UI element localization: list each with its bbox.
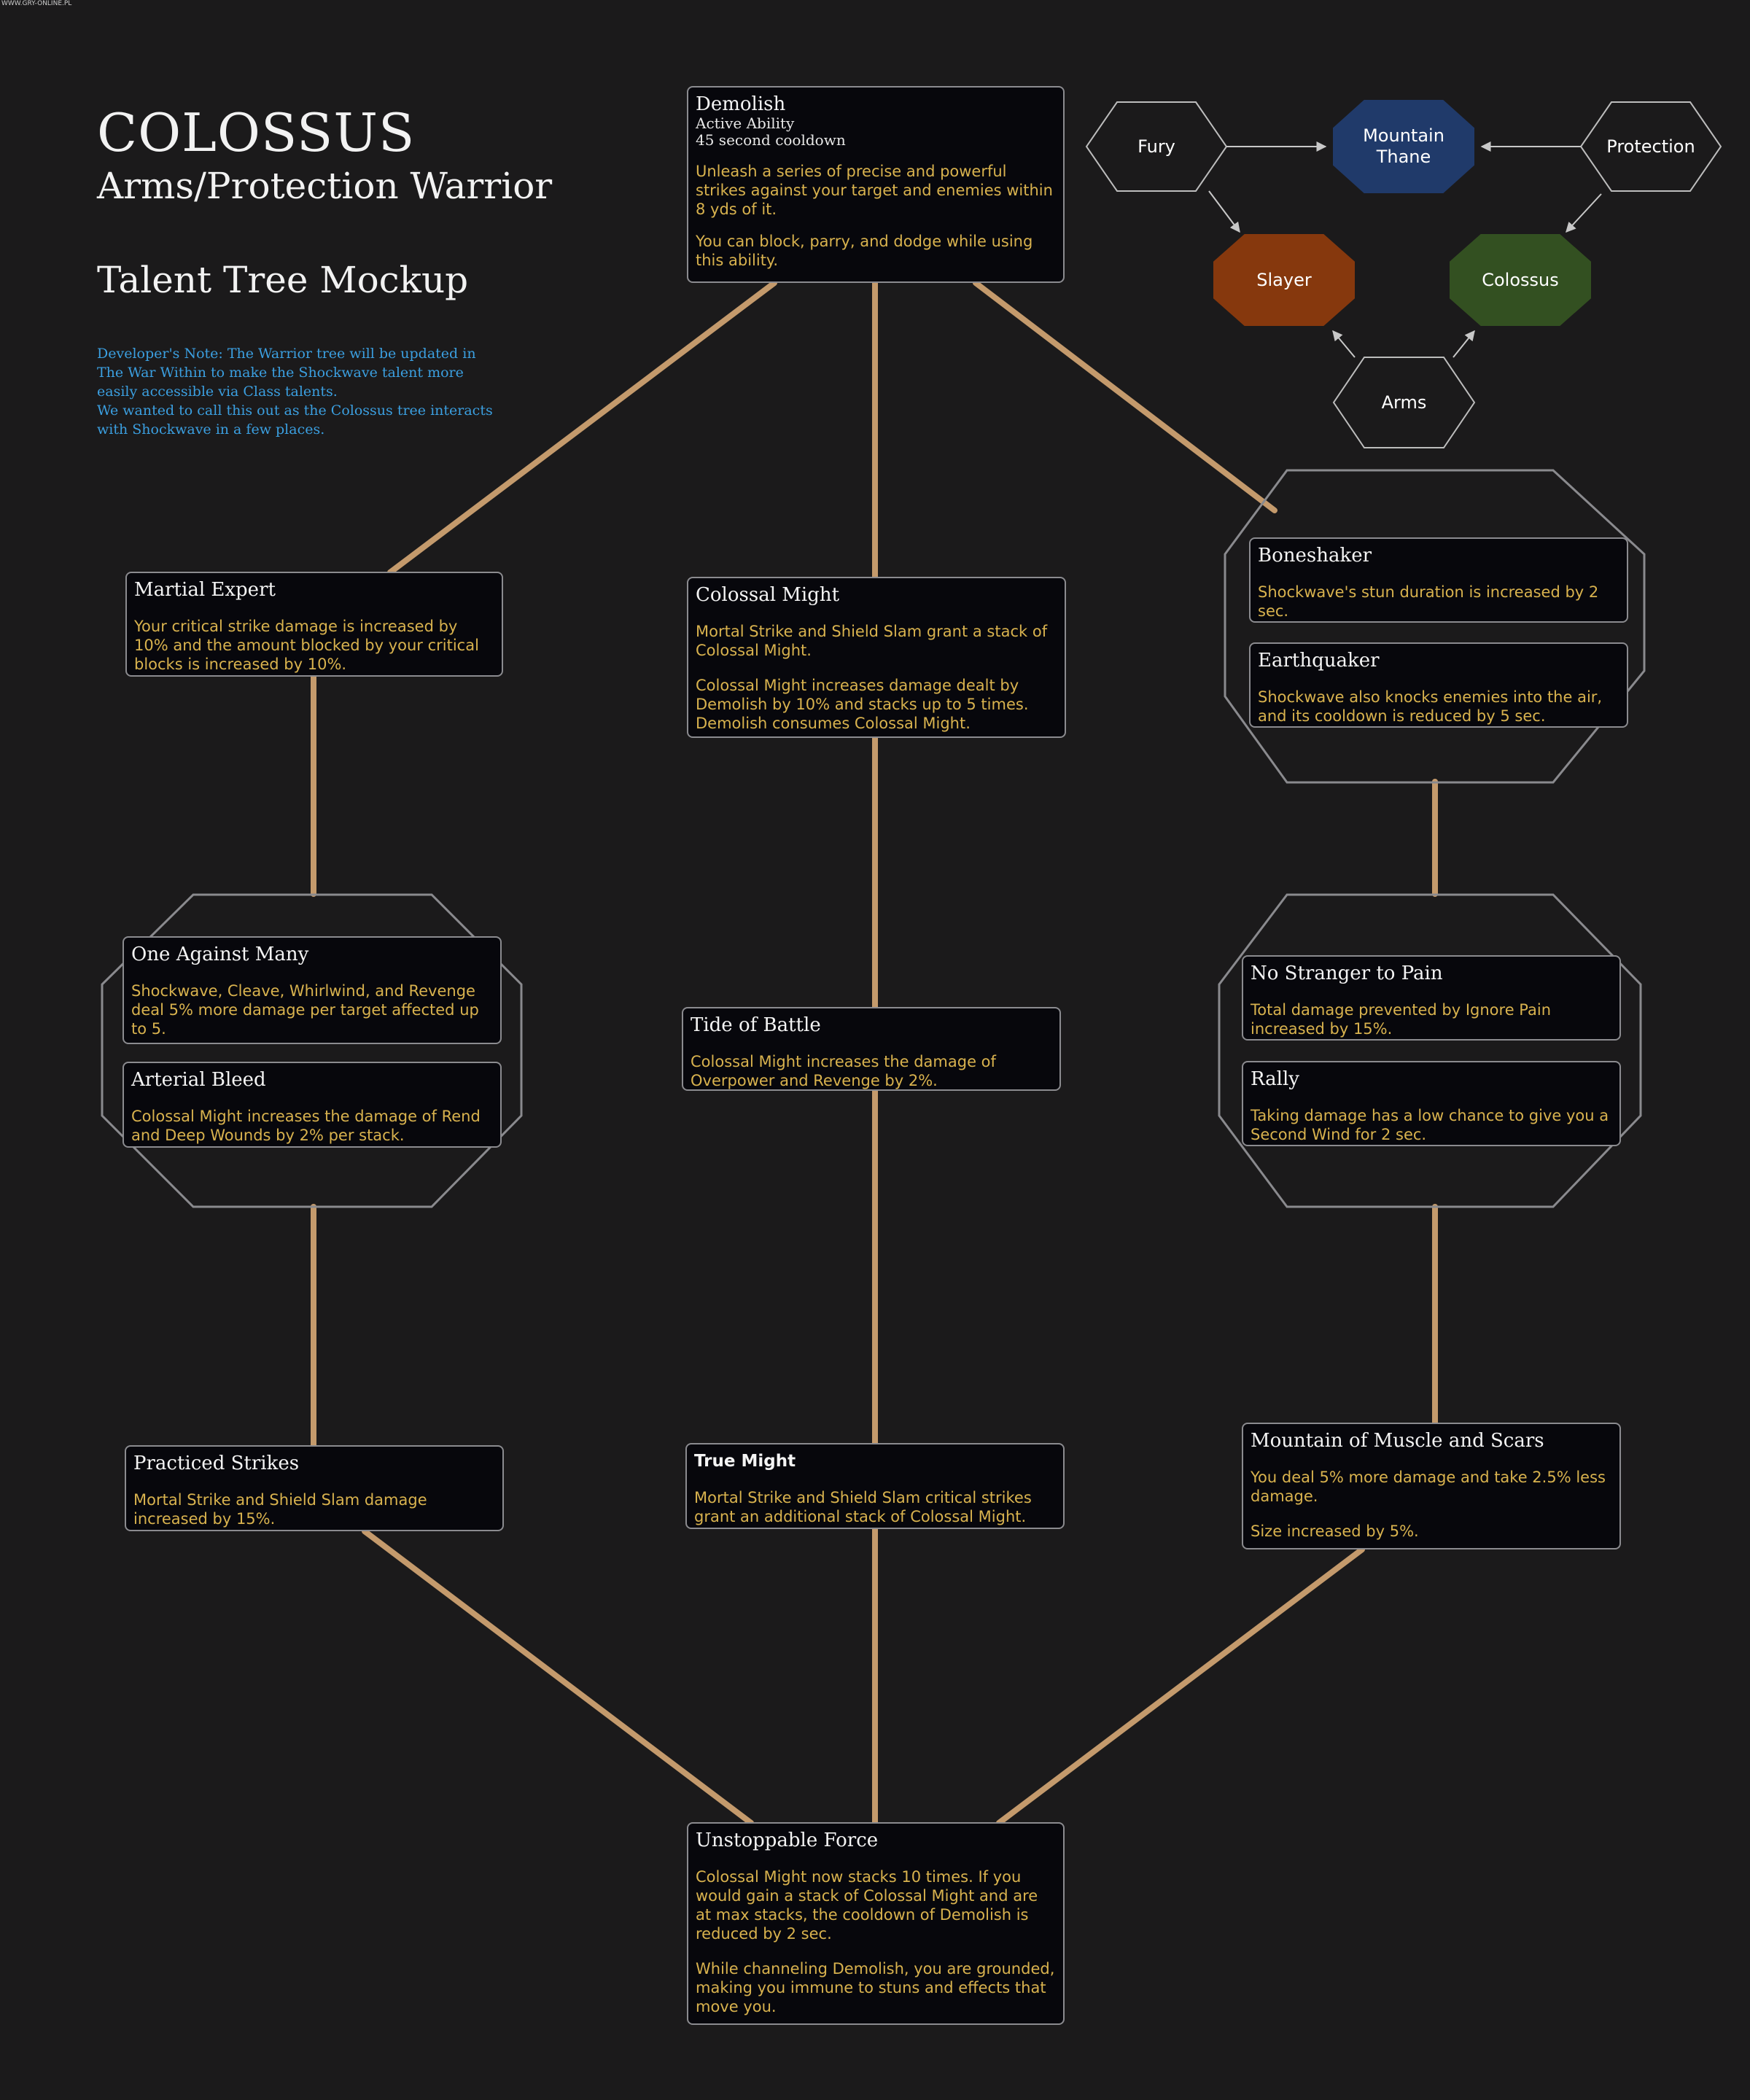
talent-true-might-desc: Mortal Strike and Shield Slam critical s… <box>694 1489 1032 1525</box>
talent-boneshaker-desc: Shockwave's stun duration is increased b… <box>1258 583 1599 620</box>
arrow-arms-slayer <box>1332 330 1356 358</box>
spec-colossus[interactable]: Colossus <box>1450 234 1591 326</box>
arrow-arms-colossus <box>1452 330 1475 358</box>
talent-demolish-cooldown: 45 second cooldown <box>696 131 846 149</box>
talent-martial-expert-desc: Your critical strike damage is increased… <box>134 618 479 673</box>
talent-unstoppable-force[interactable]: Unstoppable Force Colossal Might now sta… <box>687 1822 1065 2025</box>
talent-one-against-many-desc: Shockwave, Cleave, Whirlwind, and Reveng… <box>131 982 479 1038</box>
talent-earthquaker-desc: Shockwave also knocks enemies into the a… <box>1258 688 1603 725</box>
talent-mountain-of-muscle-and-scars[interactable]: Mountain of Muscle and Scars You deal 5%… <box>1242 1423 1621 1549</box>
connector-demolish-martial-expert <box>387 280 777 575</box>
arrow-protection-colossus <box>1566 193 1602 233</box>
talent-rally-name: Rally <box>1251 1068 1299 1090</box>
talent-arterial-bleed[interactable]: Arterial Bleed Colossal Might increases … <box>122 1062 502 1148</box>
talent-mountain-of-muscle-name: Mountain of Muscle and Scars <box>1251 1430 1544 1452</box>
talent-boneshaker-name: Boneshaker <box>1258 545 1372 567</box>
talent-demolish-name: Demolish <box>696 93 786 115</box>
spec-mountain-thane-label: Mountain Thane <box>1363 125 1444 167</box>
watermark: WWW.GRY-ONLINE.PL <box>1 0 72 7</box>
connector-demolish-choice-right <box>973 280 1278 513</box>
fury-hex-outline <box>1085 101 1228 192</box>
spec-protection[interactable]: Protection <box>1581 102 1721 191</box>
talent-rally[interactable]: Rally Taking damage has a low chance to … <box>1242 1061 1621 1146</box>
talent-colossal-might[interactable]: Colossal Might Mortal Strike and Shield … <box>687 577 1066 738</box>
choice-frame-right-bottom <box>1218 893 1642 1208</box>
talent-demolish-type: Active Ability <box>696 114 795 132</box>
talent-boneshaker[interactable]: Boneshaker Shockwave's stun duration is … <box>1249 537 1628 623</box>
spec-fury[interactable]: Fury <box>1086 102 1226 191</box>
spec-fury-label: Fury <box>1138 136 1175 157</box>
talent-colossal-might-desc-2: Colossal Might increases damage dealt by… <box>696 677 1029 732</box>
talent-unstoppable-force-desc: Colossal Might now stacks 10 times. If y… <box>696 1868 1038 1942</box>
talent-practiced-strikes-desc: Mortal Strike and Shield Slam damage inc… <box>133 1491 427 1528</box>
page-title: COLOSSUS <box>97 102 416 163</box>
talent-tide-of-battle[interactable]: Tide of Battle Colossal Might increases … <box>682 1007 1061 1091</box>
spec-slayer[interactable]: Slayer <box>1213 234 1355 326</box>
connector-mountain-unstoppable <box>996 1547 1365 1826</box>
talent-earthquaker-name: Earthquaker <box>1258 650 1380 672</box>
spec-protection-label: Protection <box>1606 136 1695 157</box>
talent-arterial-bleed-desc: Colossal Might increases the damage of R… <box>131 1108 481 1144</box>
connector-practiced-unstoppable <box>362 1528 754 1826</box>
talent-rally-desc: Taking damage has a low chance to give y… <box>1251 1107 1609 1143</box>
spec-slayer-label: Slayer <box>1256 269 1312 290</box>
choice-frame-right-top <box>1224 469 1646 784</box>
talent-colossal-might-desc: Mortal Strike and Shield Slam grant a st… <box>696 623 1048 659</box>
talent-martial-expert-name: Martial Expert <box>134 579 276 601</box>
talent-one-against-many-name: One Against Many <box>131 944 309 965</box>
talent-unstoppable-force-desc-2: While channeling Demolish, you are groun… <box>696 1960 1055 2015</box>
arms-hex-outline <box>1332 357 1476 448</box>
talent-no-stranger-to-pain-desc: Total damage prevented by Ignore Pain in… <box>1251 1001 1552 1038</box>
developer-note-line-2: We wanted to call this out as the Coloss… <box>97 402 493 438</box>
talent-practiced-strikes-name: Practiced Strikes <box>133 1452 300 1474</box>
spec-colossus-label: Colossus <box>1482 269 1559 290</box>
talent-tide-of-battle-name: Tide of Battle <box>691 1014 821 1036</box>
mockup-label: Talent Tree Mockup <box>97 259 469 301</box>
choice-frame-left <box>101 893 523 1208</box>
talent-no-stranger-to-pain[interactable]: No Stranger to Pain Total damage prevent… <box>1242 955 1621 1041</box>
talent-martial-expert[interactable]: Martial Expert Your critical strike dama… <box>125 572 503 677</box>
talent-demolish-desc: Unleash a series of precise and powerful… <box>696 163 1053 218</box>
talent-demolish[interactable]: Demolish Active Ability 45 second cooldo… <box>687 86 1065 283</box>
talent-unstoppable-force-name: Unstoppable Force <box>696 1829 879 1851</box>
talent-arterial-bleed-name: Arterial Bleed <box>131 1069 266 1091</box>
talent-mountain-of-muscle-desc: You deal 5% more damage and take 2.5% le… <box>1251 1469 1606 1505</box>
developer-note-line-1: Developer's Note: The Warrior tree will … <box>97 346 476 400</box>
talent-practiced-strikes[interactable]: Practiced Strikes Mortal Strike and Shie… <box>125 1445 504 1531</box>
page-subtitle: Arms/Protection Warrior <box>97 165 553 207</box>
talent-mountain-of-muscle-desc-2: Size increased by 5%. <box>1251 1522 1419 1540</box>
talent-colossal-might-name: Colossal Might <box>696 584 840 606</box>
developer-note: Developer's Note: The Warrior tree will … <box>97 344 505 439</box>
spec-mountain-thane[interactable]: Mountain Thane <box>1333 100 1474 193</box>
talent-demolish-desc-2: You can block, parry, and dodge while us… <box>696 233 1033 269</box>
talent-true-might[interactable]: True Might Mortal Strike and Shield Slam… <box>685 1443 1065 1529</box>
spec-arms[interactable]: Arms <box>1334 357 1474 448</box>
arrow-fury-slayer <box>1208 190 1240 233</box>
talent-no-stranger-to-pain-name: No Stranger to Pain <box>1251 962 1443 984</box>
talent-tide-of-battle-desc: Colossal Might increases the damage of O… <box>691 1053 996 1089</box>
talent-earthquaker[interactable]: Earthquaker Shockwave also knocks enemie… <box>1249 642 1628 728</box>
spec-arms-label: Arms <box>1381 392 1427 413</box>
talent-one-against-many[interactable]: One Against Many Shockwave, Cleave, Whir… <box>122 936 502 1044</box>
talent-true-might-name: True Might <box>694 1452 796 1471</box>
